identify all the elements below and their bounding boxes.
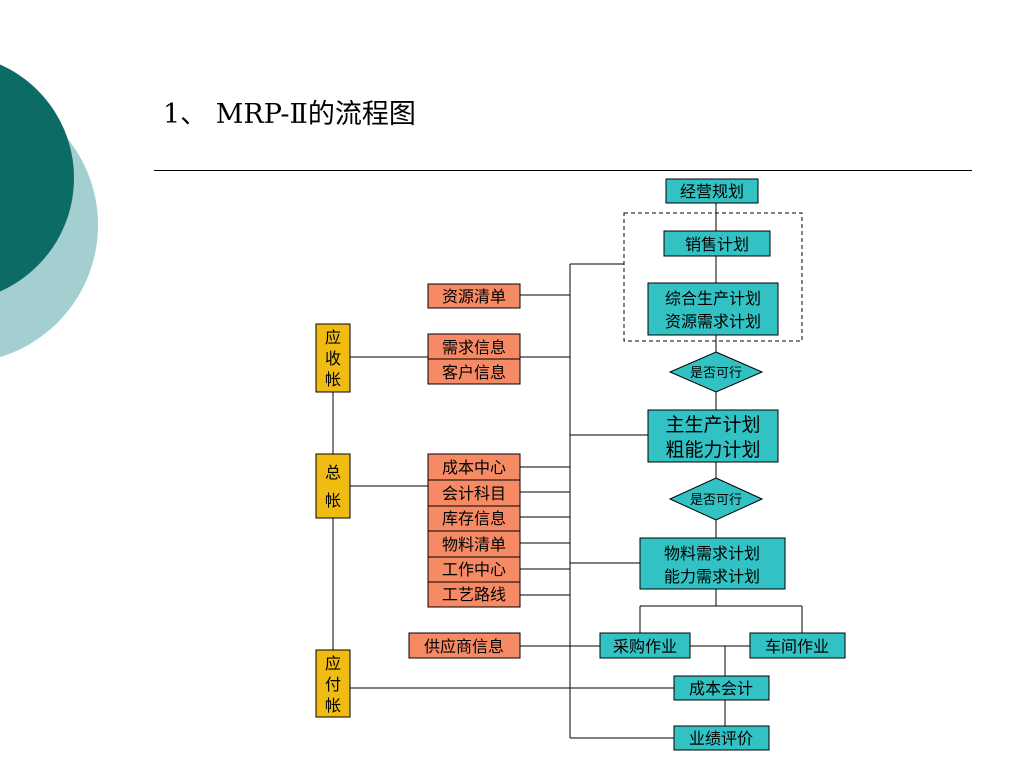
res-gylx <box>427 581 521 608</box>
node-jyh <box>665 178 759 204</box>
node-wlxq <box>639 537 786 590</box>
node-zhsc <box>647 282 779 336</box>
acct-zz-char-2: 帐 <box>325 491 341 510</box>
node-cbkj-label: 成本会计 <box>689 679 753 698</box>
res-kcxx-label: 库存信息 <box>442 509 506 528</box>
res-xqxx-label: 需求信息 <box>442 338 506 357</box>
res-kjkm-label: 会计科目 <box>442 484 506 503</box>
res-wlqd <box>427 530 521 558</box>
res-gzzx-label: 工作中心 <box>442 560 506 579</box>
res-zyqd <box>427 283 521 309</box>
acct-zz-char-1: 总 <box>325 463 341 482</box>
res-khxx <box>427 358 521 385</box>
acct-ysz-char-1: 应 <box>325 328 341 347</box>
res-kcxx <box>427 505 521 532</box>
acct-yfz-char-2: 付 <box>325 675 341 694</box>
decision-1-label: 是否可行 <box>690 366 742 381</box>
node-zsc <box>647 409 779 463</box>
node-cgzy <box>599 632 691 659</box>
node-wlxq-label-1: 物料需求计划 <box>664 544 760 563</box>
acct-ysz-char-3: 帐 <box>325 370 341 389</box>
node-cjzy <box>749 632 846 659</box>
res-gylx-label: 工艺路线 <box>442 585 506 604</box>
title-underline <box>154 170 972 171</box>
acct-yfz <box>315 649 351 718</box>
res-cbzx <box>427 453 521 481</box>
acct-ysz-char-2: 收 <box>325 349 341 368</box>
acct-yfz-char-3: 帐 <box>325 696 341 715</box>
node-jyh-label: 经营规划 <box>680 182 744 201</box>
res-xqxx <box>427 333 521 360</box>
node-zhsc-label-2: 资源需求计划 <box>665 312 761 331</box>
node-yjpj-label: 业绩评价 <box>689 729 753 748</box>
res-cbzx-label: 成本中心 <box>442 458 506 477</box>
planning-group-frame <box>623 212 803 342</box>
decision-2 <box>668 477 764 521</box>
page-title: 1、 MRP-Ⅱ的流程图 <box>163 99 416 130</box>
node-cjzy-label: 车间作业 <box>765 637 829 656</box>
decision-2-label: 是否可行 <box>690 493 742 508</box>
acct-ysz <box>315 323 351 393</box>
res-gysxx-label: 供应商信息 <box>424 637 504 656</box>
res-gzzx <box>427 556 521 583</box>
node-yjpj <box>673 725 770 751</box>
decor-circle-dark <box>0 64 74 292</box>
node-wlxq-label-2: 能力需求计划 <box>664 567 760 586</box>
acct-yfz-char-1: 应 <box>325 654 341 673</box>
node-zsc-label-1: 主生产计划 <box>665 414 760 436</box>
connectors <box>332 203 803 739</box>
res-gysxx <box>408 632 521 659</box>
acct-zz <box>315 453 351 519</box>
account-nodes: 应 收 帐 总 帐 应 付 帐 <box>315 323 351 718</box>
node-cbkj <box>673 675 770 701</box>
node-xsjh <box>663 230 771 257</box>
node-cgzy-label: 采购作业 <box>613 637 677 656</box>
process-nodes: 经营规划 销售计划 综合生产计划 资源需求计划 是否可行 主生产计划 粗能力计划… <box>599 178 846 751</box>
node-zsc-label-2: 粗能力计划 <box>665 439 760 461</box>
resource-nodes: 资源清单 需求信息 客户信息 成本中心 会计科目 库存信息 物料清单 工作中心 … <box>408 283 521 659</box>
node-xsjh-label: 销售计划 <box>685 235 749 254</box>
res-zyqd-label: 资源清单 <box>442 287 506 306</box>
res-wlqd-label: 物料清单 <box>442 535 506 554</box>
node-zhsc-label-1: 综合生产计划 <box>665 289 761 308</box>
decision-1 <box>668 351 764 393</box>
res-khxx-label: 客户信息 <box>442 363 506 382</box>
res-kjkm <box>427 479 521 507</box>
